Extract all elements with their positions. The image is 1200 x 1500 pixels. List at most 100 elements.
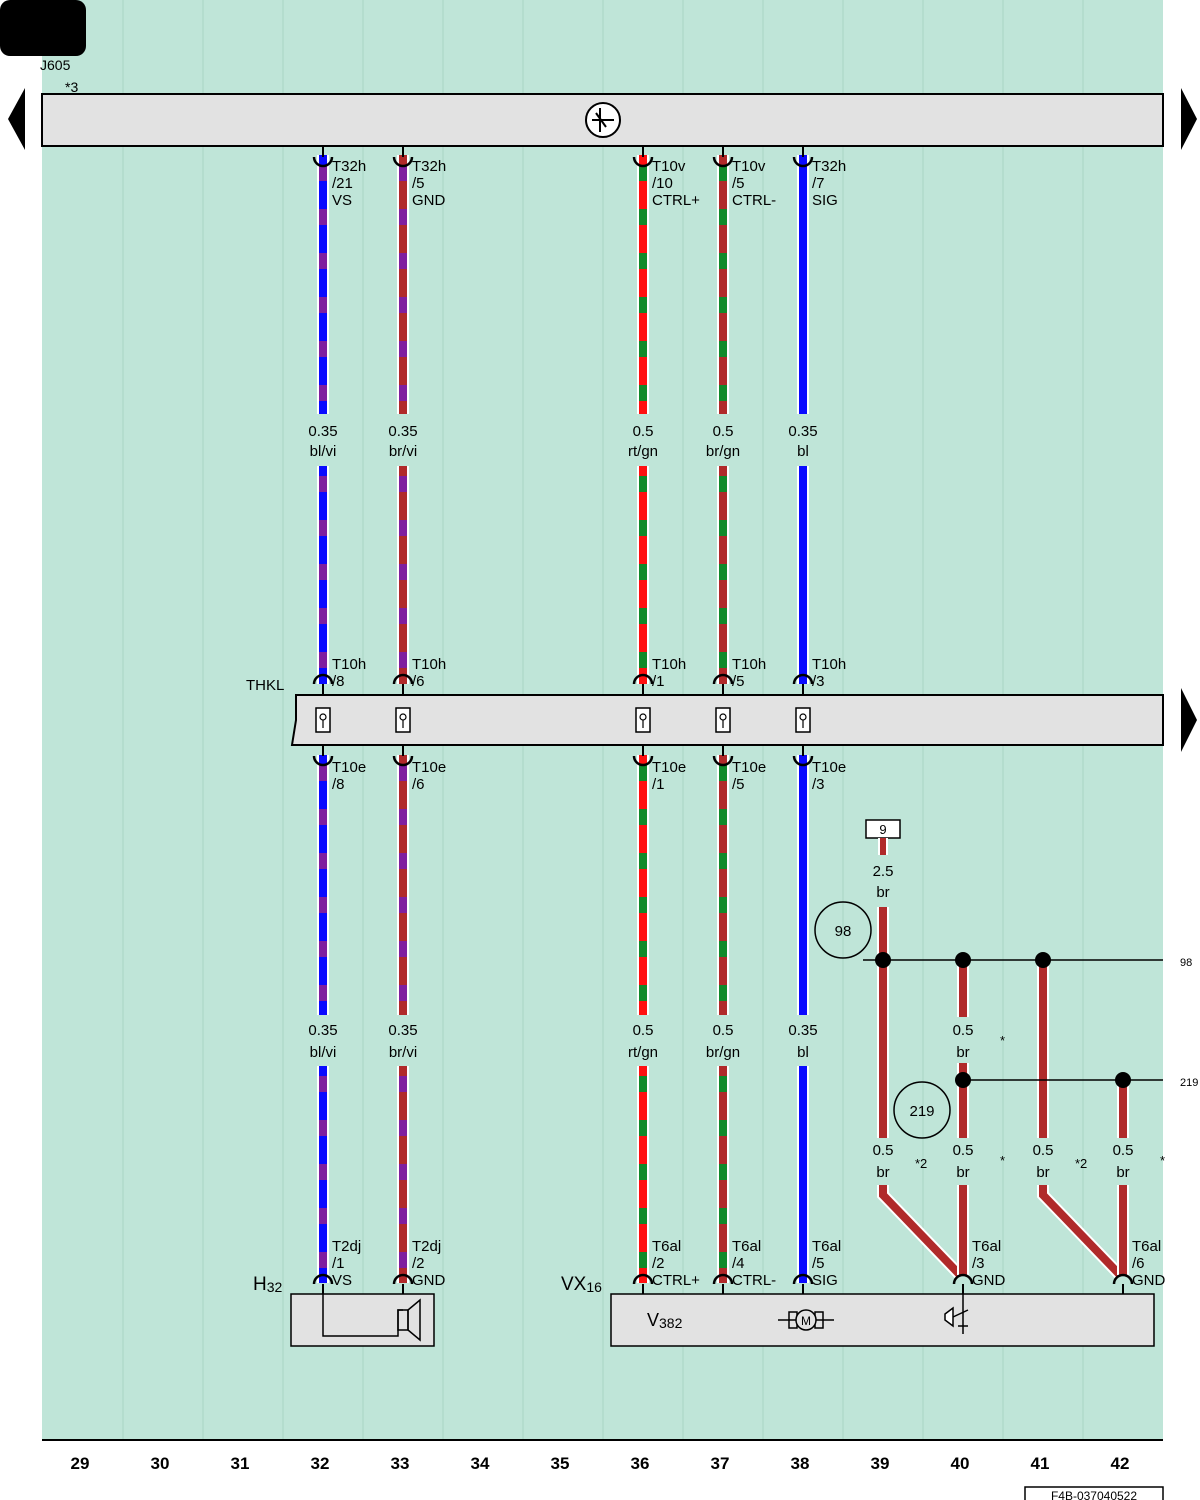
column-number: 30 <box>151 1454 170 1473</box>
footnote-star: * <box>1000 1033 1005 1048</box>
top-pin-number: /5 <box>412 175 425 192</box>
thkl-lower-number: /6 <box>412 776 425 793</box>
junction-dot <box>955 1072 971 1088</box>
thkl-lower-connector: T10e <box>332 759 366 776</box>
pin-cap-icon <box>632 755 654 767</box>
thkl-lower-number: /5 <box>732 776 745 793</box>
wire-size: 0.35 <box>308 1022 337 1039</box>
column-number: 40 <box>951 1454 970 1473</box>
pin-cap-icon <box>312 1273 334 1285</box>
wire-40-size: 0.5 <box>953 1142 974 1159</box>
pin-cap-icon <box>792 156 814 168</box>
doc-id: F4B-037040522 <box>1051 1489 1137 1500</box>
wire-size: 0.5 <box>713 1022 734 1039</box>
pin-cap-icon <box>712 755 734 767</box>
junction-dot <box>875 952 891 968</box>
wire-col-38[interactable]: T32h/7SIG0.35blT10h/3T10e/30.35blT6al/5S… <box>788 146 846 1294</box>
wire-42-color: br <box>1116 1164 1129 1181</box>
footnote-star: * <box>1160 1153 1165 1168</box>
top-pin-number: /10 <box>652 175 673 192</box>
wire-color: rt/gn <box>628 1044 658 1061</box>
pin-cap-icon <box>712 156 734 168</box>
top-pin-number: /5 <box>732 175 745 192</box>
thkl-upper-connector: T10h <box>332 656 366 673</box>
pin-cap-icon <box>952 1273 974 1285</box>
pin-40-connector: T6al <box>972 1238 1001 1255</box>
doc-id-box <box>1024 1486 1164 1500</box>
wire-40-color: br <box>956 1164 969 1181</box>
wire-color: bl/vi <box>310 443 337 460</box>
wire-40-upper-size: 0.5 <box>953 1022 974 1039</box>
wire-41-color: br <box>1036 1164 1049 1181</box>
bottom-pin-connector: T6al <box>732 1238 761 1255</box>
thkl-lower-number: /3 <box>812 776 825 793</box>
wire-size: 0.35 <box>308 423 337 440</box>
motor-icon: M <box>778 1309 834 1331</box>
pin-cap-icon <box>312 673 334 685</box>
ground-point-98-label: 98 <box>835 923 852 940</box>
connector-band-label: THKL <box>246 677 284 694</box>
thkl-upper-connector: T10h <box>812 656 846 673</box>
thkl-upper-connector: T10h <box>732 656 766 673</box>
ground-network: 9 2.5 br 98 219 <box>814 819 1198 1294</box>
top-pin-connector: T32h <box>332 158 366 175</box>
wire-color: bl <box>797 443 809 460</box>
previous-page-arrow-icon[interactable] <box>8 88 25 150</box>
thkl-lower-connector: T10e <box>732 759 766 776</box>
wire-size: 0.35 <box>388 1022 417 1039</box>
sensor-icon <box>944 1294 969 1334</box>
wire-col-36[interactable]: T10v/10CTRL+0.5rt/gnT10h/1T10e/10.5rt/gn… <box>628 146 700 1294</box>
h32-name: H32 <box>253 1274 283 1295</box>
pin-cap-icon <box>392 1273 414 1285</box>
wire-color: br/gn <box>706 443 740 460</box>
next-page-arrow-icon[interactable] <box>1181 88 1197 150</box>
junction-dot <box>1035 952 1051 968</box>
pin-cap-icon <box>792 673 814 685</box>
wire-40-upper-color: br <box>956 1044 969 1061</box>
thkl-lower-connector: T10e <box>652 759 686 776</box>
wire-color: bl <box>797 1044 809 1061</box>
motor-label: M <box>801 1314 811 1328</box>
pin-42-signal: GND <box>1132 1272 1166 1289</box>
main-ground-color: br <box>876 884 889 901</box>
wire-color: rt/gn <box>628 443 658 460</box>
unit-footnote: *3 <box>65 79 78 95</box>
wire-size: 0.5 <box>713 423 734 440</box>
ground-point-219[interactable] <box>893 1081 951 1139</box>
ground-point-219-label: 219 <box>909 1103 934 1120</box>
pin-40-number: /3 <box>972 1255 985 1272</box>
wire-size: 0.5 <box>633 423 654 440</box>
wire-size: 0.35 <box>788 1022 817 1039</box>
pin-42-number: /6 <box>1132 1255 1145 1272</box>
top-pin-connector: T32h <box>412 158 446 175</box>
bus-98-label: 98 <box>1180 957 1192 969</box>
ground-point-98[interactable] <box>814 901 872 959</box>
thkl-lower-connector: T10e <box>412 759 446 776</box>
pin-42-connector: T6al <box>1132 1238 1161 1255</box>
top-pin-signal: CTRL+ <box>652 192 700 209</box>
pin-cap-icon <box>712 673 734 685</box>
wire-col-37[interactable]: T10v/5CTRL-0.5br/gnT10h/5T10e/50.5br/gnT… <box>706 146 776 1294</box>
pin-cap-icon <box>312 755 334 767</box>
vx16-component-box[interactable] <box>610 1293 1155 1347</box>
bottom-pin-signal: CTRL+ <box>652 1272 700 1289</box>
pin-cap-icon <box>792 755 814 767</box>
pin-cap-icon <box>392 755 414 767</box>
page-tab[interactable] <box>0 0 86 56</box>
column-number: 34 <box>471 1454 490 1473</box>
bus-219-label: 219 <box>1180 1077 1198 1089</box>
junction-dot <box>955 952 971 968</box>
top-pin-signal: SIG <box>812 192 838 209</box>
h32-component-box[interactable] <box>290 1293 435 1347</box>
pin-cap-icon <box>632 1273 654 1285</box>
wire-41-size: 0.5 <box>1033 1142 1054 1159</box>
wire-col-33[interactable]: T32h/5GND0.35br/viT10h/6T10e/60.35br/viT… <box>388 146 446 1294</box>
continue-right-arrow-icon[interactable] <box>1181 688 1197 752</box>
column-number: 29 <box>71 1454 90 1473</box>
thkl-upper-number: /6 <box>412 673 425 690</box>
wire-col-32[interactable]: T32h/21VS0.35bl/viT10h/8T10e/80.35bl/viT… <box>308 146 366 1294</box>
bottom-pin-signal: CTRL- <box>732 1272 776 1289</box>
wire-color: bl/vi <box>310 1044 337 1061</box>
bottom-pin-connector: T6al <box>812 1238 841 1255</box>
